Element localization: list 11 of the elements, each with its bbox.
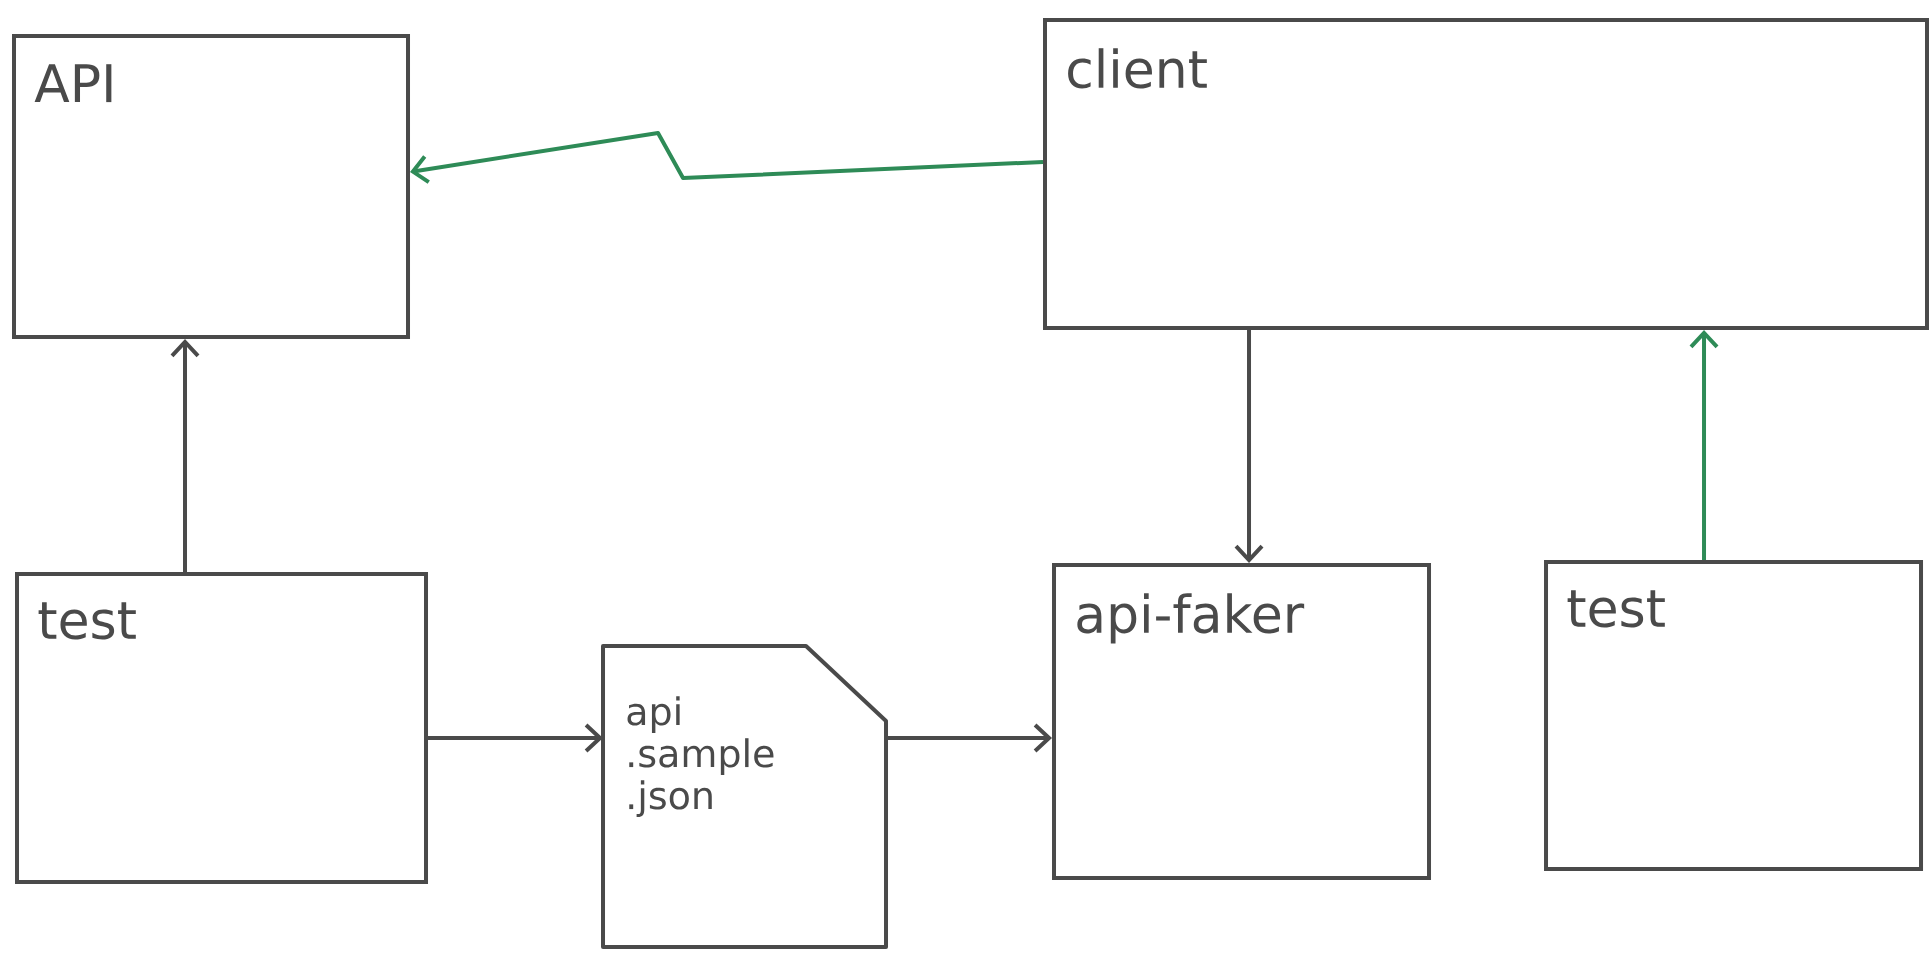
process-box: test — [15, 572, 428, 884]
arrow — [170, 339, 200, 572]
arrow — [428, 723, 603, 753]
arrow — [1234, 330, 1264, 563]
arrow — [1689, 330, 1719, 560]
process-box: API — [12, 34, 410, 339]
process-box: test — [1544, 560, 1923, 871]
process-box: api-faker — [1052, 563, 1431, 880]
arrow — [410, 131, 1044, 184]
arrow — [886, 723, 1052, 753]
process-box: client — [1043, 18, 1929, 330]
